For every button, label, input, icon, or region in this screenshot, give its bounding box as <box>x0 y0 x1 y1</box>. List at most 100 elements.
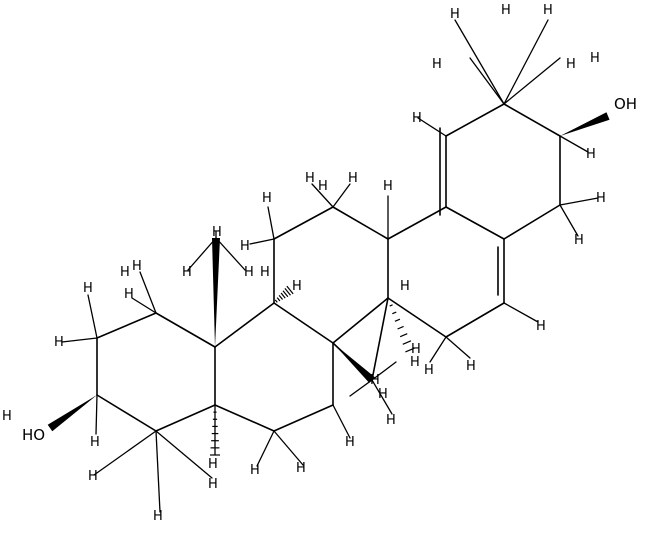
hydrogen-atom-label: H <box>83 281 93 296</box>
stereo-bonds <box>47 112 610 456</box>
hashed-bond-segment <box>389 304 393 307</box>
hydrogen-atom-label: H <box>250 463 260 478</box>
hydrogen-bond-line <box>273 430 304 466</box>
hashed-bond-segment <box>399 333 408 338</box>
bond-line <box>332 297 389 344</box>
hydrogen-bond-line <box>503 302 539 323</box>
hydrogen-bond-line <box>131 297 157 314</box>
hydrogen-atom-label: H <box>411 342 421 357</box>
hydrogen-bond-line <box>559 197 599 206</box>
hydrogen-atom-label: H <box>292 279 302 294</box>
hydrogen-bond-line <box>349 379 373 397</box>
wedge-bond <box>560 112 610 136</box>
hydrogen-atom-label: H <box>212 225 222 240</box>
bond-line <box>503 103 561 137</box>
bond-line <box>273 206 334 240</box>
bond-line <box>371 297 389 381</box>
bond-line <box>387 206 447 240</box>
hydrogen-bond-line <box>215 237 246 271</box>
wedge-bond <box>212 237 220 347</box>
bond-line <box>273 404 334 432</box>
bond-line <box>332 206 389 240</box>
hydrogen-bond-line <box>249 238 275 245</box>
hydrogen-bond-line <box>417 117 447 137</box>
hydrogen-bond-line <box>559 135 589 153</box>
bond-line <box>155 312 216 348</box>
hydrogen-atom-label: H <box>574 233 584 248</box>
hashed-bond-segment <box>276 297 281 302</box>
hashed-bond-segment <box>286 285 294 295</box>
hydrogen-atom-label: H <box>566 57 576 72</box>
hydrogen-atom-label: H <box>590 51 600 66</box>
hydrogen-atom-label: H <box>262 191 272 206</box>
hydrogen-atom-label: H <box>90 435 100 450</box>
bond-line <box>96 312 157 339</box>
hydrogen-atom-label: H <box>88 469 98 484</box>
hydrogen-atom-label: H <box>120 265 130 280</box>
hydrogen-atom-label: H <box>318 179 328 194</box>
bond-line <box>214 302 275 348</box>
hydrogen-atom-label: H <box>410 355 420 370</box>
hydrogen-bond-line <box>503 19 549 105</box>
hydroxyl-label-left: HO <box>22 426 45 444</box>
hydrogen-atom-label: H <box>400 279 410 294</box>
hydrogen-atom-label: H <box>412 111 422 126</box>
hydrogen-bond-line <box>445 336 471 359</box>
hydrogen-bond-line <box>87 294 98 339</box>
hydrogen-atom-label: H <box>596 191 606 206</box>
hydrogen-bond-line <box>429 336 447 363</box>
hydrogen-atom-label: H <box>244 265 254 280</box>
hydrogen-bond-line <box>93 430 157 476</box>
hydrogen-atom-label: H <box>296 461 306 476</box>
hydrogen-bond-line <box>311 183 334 208</box>
hydrogen-atom-label: H <box>345 435 355 450</box>
hydrogen-atom-label: H <box>386 413 396 428</box>
hydrogen-atom-label: H <box>370 373 380 388</box>
hydrogen-atom-label: H <box>54 335 64 350</box>
hydrogen-bond-line <box>256 430 275 467</box>
hashed-bond-segment <box>402 340 412 345</box>
hydrogen-bond-line <box>155 430 213 479</box>
hydrogen-atom-label: H <box>424 363 434 378</box>
hydrogen-atom-label: H <box>260 265 270 280</box>
hydrogen-atom-label: H <box>208 457 218 472</box>
hydrogen-atom-label: H <box>501 3 511 18</box>
wedge-bond <box>333 343 375 383</box>
bond-line <box>445 206 505 240</box>
bond-line <box>445 103 505 137</box>
hydrogen-atom-label: H <box>305 171 315 186</box>
bond-line <box>387 297 447 338</box>
hashed-bond-segment <box>397 325 404 330</box>
hydrogen-atom-label: H <box>536 319 546 334</box>
hashed-bond-segment <box>284 288 291 296</box>
hydrogen-bond-line <box>371 379 393 415</box>
hydrogen-atom-label: H <box>466 359 476 374</box>
hashed-bond-segment <box>280 292 286 299</box>
hashed-bond-segment <box>405 347 415 353</box>
hydrogen-atom-label: H <box>450 7 460 22</box>
hydrogen-atom-label: H <box>348 171 358 186</box>
heteroatom-labels: OH HO <box>22 95 637 444</box>
hydrogen-atom-label: H <box>432 57 442 72</box>
hydroxyl-label-top: OH <box>614 95 637 113</box>
hydrogen-bond-line <box>371 361 397 381</box>
hydrogen-atom-label: H <box>182 265 192 280</box>
hashed-bond-segment <box>392 311 397 315</box>
hydrogen-atom-label: H <box>586 147 596 162</box>
bond-line <box>503 204 561 240</box>
hydrogen-bond-line <box>267 206 275 240</box>
hydrogen-bond-line <box>454 19 505 105</box>
wedge-bond <box>47 395 97 432</box>
bond-line <box>96 394 157 432</box>
hydrogen-bond-line <box>187 237 217 271</box>
hydrogen-bond-line <box>139 271 157 314</box>
hydrogen-bond-line <box>503 57 561 105</box>
hydrogen-bond-line <box>155 430 161 513</box>
skeletal-bonds <box>96 103 561 432</box>
hydrogen-bond-line <box>332 404 351 439</box>
hydrogen-bond-line <box>559 204 579 237</box>
bond-line <box>155 404 216 432</box>
hydrogen-atom-label: H <box>2 409 12 424</box>
